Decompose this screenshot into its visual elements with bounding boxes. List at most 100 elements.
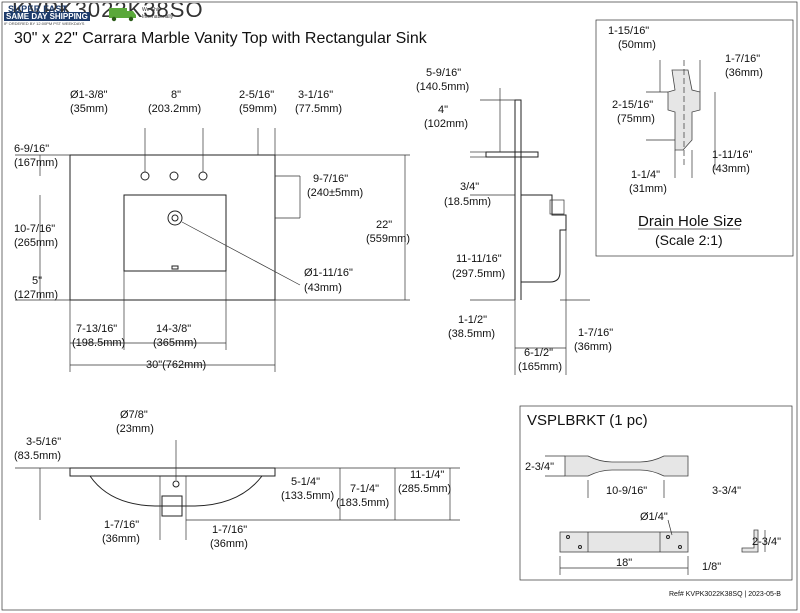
truck-icon bbox=[109, 8, 136, 22]
drain-d3-mm: (75mm) bbox=[617, 113, 655, 125]
depth-mm: (559mm) bbox=[366, 233, 410, 245]
front-h2-mm: (183.5mm) bbox=[336, 497, 389, 509]
bracket-height-label: 2-3/4" bbox=[525, 461, 554, 473]
faucet-hole-left bbox=[140, 171, 150, 181]
drain-d4-mm: (43mm) bbox=[712, 163, 750, 175]
overflow-dia-mm: (23mm) bbox=[116, 423, 154, 435]
front-height-left-label: 3-5/16" bbox=[26, 436, 61, 448]
backsplash-mm: (102mm) bbox=[424, 118, 468, 130]
drain-d1-mm: (50mm) bbox=[618, 39, 656, 51]
bottom-offset-label: 1-1/2" bbox=[458, 314, 487, 326]
bracket-top-view bbox=[564, 455, 689, 477]
drain-detail-frame bbox=[595, 19, 794, 257]
left-margin-mm: (198.5mm) bbox=[72, 337, 125, 349]
right-offset-label: 3-1/16" bbox=[298, 89, 333, 101]
front-right-drain-mm: (36mm) bbox=[210, 538, 248, 550]
top-depth-label: 5-9/16" bbox=[426, 67, 461, 79]
badge-line-2: SAME DAY SHIPPING bbox=[4, 12, 90, 21]
thickness-mm: (18.5mm) bbox=[444, 196, 491, 208]
front-height-left-mm: (83.5mm) bbox=[14, 450, 61, 462]
badge-line-3: IF ORDERED BY 12:00PM PST WEEKDAYS bbox=[4, 21, 85, 26]
thickness-label: 3/4" bbox=[460, 181, 479, 193]
bracket-leg-label: 3-3/4" bbox=[712, 485, 741, 497]
backsplash-to-hole-label: 2-5/16" bbox=[239, 89, 274, 101]
bracket-thickness-label: 1/8" bbox=[702, 561, 721, 573]
bracket-hole-label: Ø1/4" bbox=[640, 511, 668, 523]
bracket-detail: VSPLBRKT (1 pc) 2-3/4" 10-9/16" 3-3/4" Ø… bbox=[519, 405, 793, 581]
total-width-label: 30"(762mm) bbox=[146, 359, 206, 371]
drain-d4-label: 1-11/16" bbox=[712, 149, 752, 161]
front-basin bbox=[89, 475, 263, 507]
bracket-inner-label: 10-9/16" bbox=[606, 485, 647, 497]
sink-to-drain-label: 9-7/16" bbox=[313, 173, 348, 185]
front-h2-label: 7-1/4" bbox=[350, 483, 379, 495]
right-offset-mm: (77.5mm) bbox=[295, 103, 342, 115]
drain-dia-mm: (43mm) bbox=[304, 282, 342, 294]
faucet-spacing-mm: (203.2mm) bbox=[148, 103, 201, 115]
side-sink-bowl bbox=[521, 194, 567, 283]
faucet-hole-center bbox=[169, 171, 179, 181]
depth-label: 22" bbox=[376, 219, 392, 231]
sink-width-left-label: 10-7/16" bbox=[14, 223, 55, 235]
front-gap-mm: (127mm) bbox=[14, 289, 58, 301]
sink-to-drain-mm: (240±5mm) bbox=[307, 187, 363, 199]
sink-width-left-mm: (265mm) bbox=[14, 237, 58, 249]
bracket-title: VSPLBRKT (1 pc) bbox=[527, 412, 648, 429]
shipping-badge: SUPER FAST SAME DAY SHIPPING IF ORDERED … bbox=[4, 4, 100, 26]
intl-line-1: We Ship bbox=[142, 7, 161, 13]
intl-text: We Ship Internationally bbox=[142, 7, 173, 21]
drain-d2-label: 1-7/16" bbox=[725, 53, 760, 65]
front-h1-label: 5-1/4" bbox=[291, 476, 320, 488]
page-title: 30" x 22" Carrara Marble Vanity Top with… bbox=[14, 30, 427, 47]
drain-d2-mm: (36mm) bbox=[725, 67, 763, 79]
top-view: Ø1-3/8" (35mm) 8" (203.2mm) 2-5/16" (59m… bbox=[14, 89, 410, 372]
front-right-drain-label: 1-7/16" bbox=[212, 524, 247, 536]
drain-offset-mm: (36mm) bbox=[574, 341, 612, 353]
top-depth-mm: (140.5mm) bbox=[416, 81, 469, 93]
bracket-end-view bbox=[741, 529, 759, 553]
front-top-slab bbox=[69, 467, 276, 477]
left-margin-label: 7-13/16" bbox=[76, 323, 117, 335]
sink-outline bbox=[123, 194, 227, 272]
front-h1-mm: (133.5mm) bbox=[281, 490, 334, 502]
faucet-hole-dia-mm: (35mm) bbox=[70, 103, 108, 115]
front-view: Ø7/8" (23mm) 3-5/16" (83.5mm) 5-1/4" (13… bbox=[14, 409, 460, 550]
overflow-slot bbox=[171, 265, 179, 270]
vanity-top-outline bbox=[69, 154, 276, 301]
bottom-offset-mm: (38.5mm) bbox=[448, 328, 495, 340]
left-top-label: 6-9/16" bbox=[14, 143, 49, 155]
front-h3-label: 11-1/4" bbox=[410, 469, 444, 481]
drain-d5-mm: (31mm) bbox=[629, 183, 667, 195]
bowl-depth-mm: (297.5mm) bbox=[452, 268, 505, 280]
overflow-dia-label: Ø7/8" bbox=[120, 409, 148, 421]
faucet-spacing-label: 8" bbox=[171, 89, 181, 101]
drain-d5-label: 1-1/4" bbox=[631, 169, 660, 181]
bracket-frame bbox=[519, 405, 793, 581]
front-left-drain-label: 1-7/16" bbox=[104, 519, 139, 531]
side-view: 5-9/16" (140.5mm) 4" (102mm) 3/4" (18.5m… bbox=[416, 67, 613, 375]
backsplash-label: 4" bbox=[438, 104, 448, 116]
drain-hole bbox=[167, 210, 183, 226]
front-left-drain-mm: (36mm) bbox=[102, 533, 140, 545]
bracket-length-label: 18" bbox=[616, 557, 632, 569]
bowl-width-mm: (165mm) bbox=[518, 361, 562, 373]
drain-d1-label: 1-15/16" bbox=[608, 25, 649, 37]
backsplash-to-hole-mm: (59mm) bbox=[239, 103, 277, 115]
drain-detail: 1-15/16" (50mm) 1-7/16" (36mm) 2-15/16" … bbox=[595, 19, 794, 257]
badge-line-1: SUPER FAST bbox=[8, 4, 68, 14]
left-top-mm: (167mm) bbox=[14, 157, 58, 169]
drain-scale: (Scale 2:1) bbox=[655, 232, 723, 248]
international-shipping: We Ship Internationally bbox=[108, 4, 184, 24]
sink-width-label: 14-3/8" bbox=[156, 323, 191, 335]
bracket-height2-label: 2-3/4" bbox=[752, 536, 781, 548]
faucet-hole-right bbox=[198, 171, 208, 181]
bowl-depth-label: 11-11/16" bbox=[456, 253, 502, 265]
front-gap-label: 5" bbox=[32, 275, 42, 287]
front-h3-mm: (285.5mm) bbox=[398, 483, 451, 495]
faucet-hole-dia-label: Ø1-3/8" bbox=[70, 89, 108, 101]
drain-caption: Drain Hole Size bbox=[638, 213, 742, 230]
drain-d3-label: 2-15/16" bbox=[612, 99, 653, 111]
